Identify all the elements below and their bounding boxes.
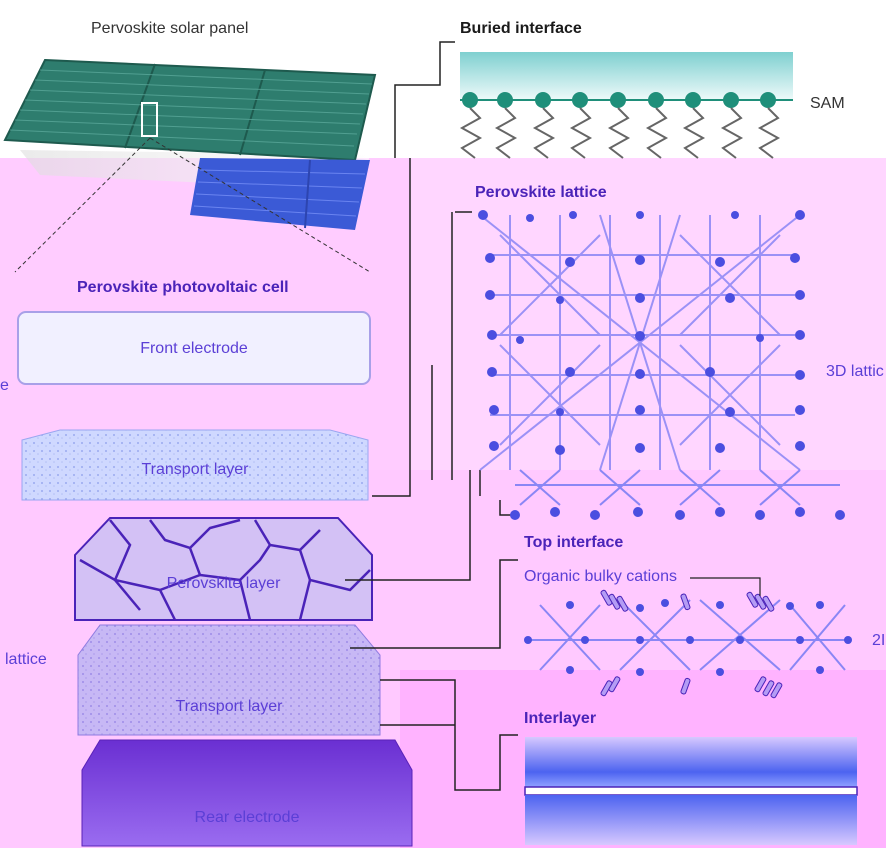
cell-title: Perovskite photovoltaic cell bbox=[77, 279, 289, 296]
front-electrode-slab bbox=[17, 311, 371, 385]
2d-lattice-label: 2I bbox=[872, 632, 886, 649]
leader-lines bbox=[345, 41, 518, 791]
transport-layer-top-slab bbox=[21, 429, 369, 501]
solar-panel-title: Pervoskite solar panel bbox=[91, 20, 249, 37]
rear-electrode-label: Rear electrode bbox=[194, 809, 300, 826]
front-electrode-label: Front electrode bbox=[140, 340, 248, 357]
perovskite-layer-label: Perovskite layer bbox=[166, 575, 281, 592]
transport-layer-bottom-label: Transport layer bbox=[175, 698, 283, 715]
transport-layer-top-label: Transport layer bbox=[141, 461, 249, 478]
sam-illustration bbox=[459, 52, 793, 159]
solar-panel-illustration bbox=[3, 58, 377, 273]
3d-lattice-illustration bbox=[478, 210, 845, 520]
rear-electrode-slab bbox=[81, 739, 413, 847]
2d-lattice-illustration bbox=[524, 577, 852, 699]
transport-layer-bottom-slab bbox=[77, 624, 381, 736]
perovskite-lattice-title: Perovskite lattice bbox=[475, 184, 607, 201]
organic-bulky-cations-label: Organic bulky cations bbox=[524, 568, 677, 585]
interlayer-title: Interlayer bbox=[524, 710, 597, 727]
sam-label: SAM bbox=[810, 95, 845, 112]
interlayer-illustration bbox=[524, 737, 858, 845]
top-interface-title: Top interface bbox=[524, 534, 624, 551]
3d-lattice-label: 3D lattic bbox=[826, 363, 884, 380]
buried-interface-title: Buried interface bbox=[460, 20, 582, 37]
perovskite-layer-slab bbox=[74, 517, 373, 621]
left-edge-fragment: e bbox=[0, 377, 9, 394]
left-lattice-label: lattice bbox=[5, 651, 47, 668]
